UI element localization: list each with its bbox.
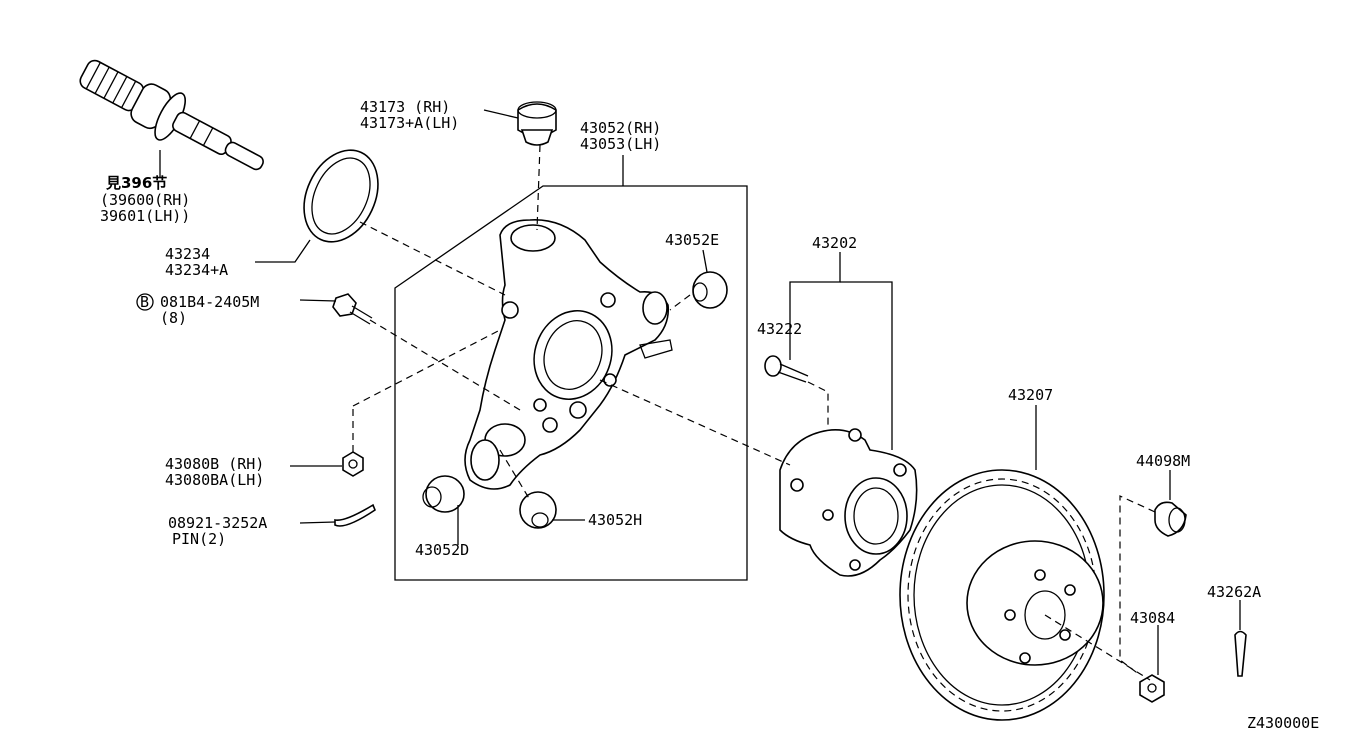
- label-hub-bolt: 43222: [757, 320, 802, 338]
- knuckle-group-frame: [394, 185, 748, 581]
- label-ref-section: 見396节: [105, 174, 167, 192]
- label-seal: 43234: [165, 245, 210, 263]
- label-rotor-screw: 44098M: [1136, 452, 1190, 470]
- wheel-hub-assembly[interactable]: [779, 428, 918, 577]
- label-nut-rh: 43080B (RH): [165, 455, 264, 473]
- label-bolt-qty: (8): [160, 309, 187, 327]
- label-rotor: 43207: [1008, 386, 1053, 404]
- drive-shaft[interactable]: [72, 48, 274, 188]
- hub-bolt[interactable]: [764, 355, 809, 383]
- seal-ring[interactable]: [290, 138, 392, 254]
- label-wheel-nut: 43084: [1130, 609, 1175, 627]
- bolt-circle-marker: [136, 293, 154, 311]
- brake-rotor[interactable]: [899, 469, 1105, 721]
- label-nut-lh: 43080BA(LH): [165, 471, 264, 489]
- label-pin-qty: PIN(2): [172, 530, 226, 548]
- label-bushing-e: 43052E: [665, 231, 719, 249]
- label-shaft-lh: 39601(LH)): [100, 207, 190, 225]
- steering-knuckle[interactable]: [464, 219, 673, 490]
- bushing-d[interactable]: [422, 475, 465, 513]
- wheel-nut[interactable]: [1139, 674, 1165, 703]
- bushing-e[interactable]: [692, 271, 728, 309]
- label-cotter: 43262A: [1207, 583, 1261, 601]
- label-bolt-circle: B: [140, 293, 149, 311]
- label-shaft-rh: (39600(RH): [100, 191, 190, 209]
- label-hub-assy: 43202: [812, 234, 857, 252]
- label-seal-a: 43234+A: [165, 261, 228, 279]
- cotter-pin-small[interactable]: [334, 503, 376, 527]
- cotter-pin-large[interactable]: [1234, 630, 1247, 677]
- top-bushing[interactable]: [517, 101, 557, 146]
- label-knuckle-lh: 43053(LH): [580, 135, 661, 153]
- diagram-id: Z430000E: [1247, 714, 1319, 732]
- label-bushing-top-lh: 43173+A(LH): [360, 114, 459, 132]
- label-pin: 08921-3252A: [168, 514, 267, 532]
- label-bushing-d: 43052D: [415, 541, 469, 559]
- label-bushing-top-rh: 43173 (RH): [360, 98, 450, 116]
- label-bolt: 081B4-2405M: [160, 293, 259, 311]
- label-bushing-h: 43052H: [588, 511, 642, 529]
- knuckle-nut[interactable]: [342, 451, 364, 477]
- label-knuckle-rh: 43052(RH): [580, 119, 661, 137]
- knuckle-bolt[interactable]: [332, 293, 373, 325]
- bushing-h[interactable]: [519, 491, 557, 529]
- rotor-screw[interactable]: [1154, 501, 1187, 537]
